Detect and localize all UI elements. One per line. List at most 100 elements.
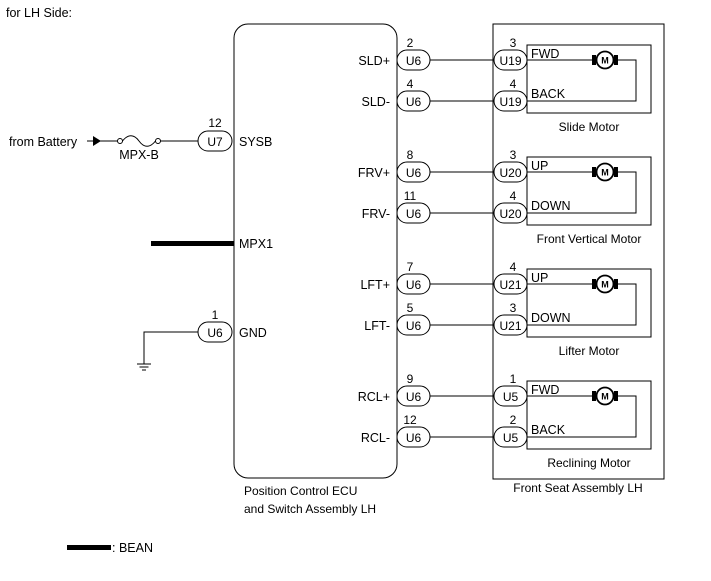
front-vertical-motor-box [526,156,652,226]
motor-return-wire [527,283,637,326]
ecu-pin-label: SLD- [362,95,390,109]
motor-brush-left [592,55,596,65]
gnd-label: GND [239,326,267,340]
legend: : BEAN [67,541,153,555]
terminal-function-label: DOWN [531,311,571,325]
motor-brush-right [614,167,618,177]
ecu-box [233,23,398,479]
ecu-pin-label: FRV+ [358,166,390,180]
legend-bean-line [67,545,111,550]
terminal-function-label: UP [531,159,548,173]
ecu-pin-number: 9 [407,372,414,386]
legend-label: : BEAN [112,541,153,555]
motor-name: Slide Motor [559,120,620,134]
ecu-pin-number: 8 [407,148,414,162]
mpx1-pin: MPX1 [151,237,273,251]
gnd-pin-number: 1 [212,308,219,322]
motor-pin-number: 2 [510,413,517,427]
ecu-pin-label: SLD+ [358,54,390,68]
motor-icon [595,386,615,406]
motor-return-wire [527,59,637,102]
mpx1-label: MPX1 [239,237,273,251]
motor-pin-number: 3 [510,148,517,162]
ecu-connector-label: U6 [406,166,422,180]
motor-icon [595,162,615,182]
ecu-connector-label: U6 [406,278,422,292]
ecu-caption-line2: and Switch Assembly LH [244,502,376,516]
motor-pin-number: 3 [510,301,517,315]
motor-return-wire [527,395,637,438]
motor-return-wire [527,171,637,214]
terminal-function-label: UP [531,271,548,285]
fuse-icon [122,135,156,147]
motor-brush-right [614,55,618,65]
ecu-pin-number: 2 [407,36,414,50]
motor-name: Lifter Motor [559,344,620,358]
motor-icon-label: M [601,56,609,66]
motor-connector-label: U19 [499,95,521,109]
ecu-caption-line1: Position Control ECU [244,484,357,498]
sysb-pin: U7 12 SYSB [197,116,272,152]
terminal-function-label: BACK [531,423,566,437]
motor-icon-label: M [601,280,609,290]
motor-connector-label: U20 [499,207,521,221]
arrow-icon [93,136,101,146]
motor-brush-left [592,391,596,401]
seat-assembly-box [492,23,665,480]
sysb-connector [197,130,233,152]
reclining-motor-box [526,380,652,450]
gnd-connector-label: U6 [207,326,223,340]
motor-name: Front Vertical Motor [537,232,642,246]
terminal-function-label: DOWN [531,199,571,213]
side-label: for LH Side: [6,6,72,20]
motor-pin-number: 4 [510,189,517,203]
motor-pin-number: 3 [510,36,517,50]
ecu-pin-label: LFT- [364,319,390,333]
ecu-pin-label: RCL+ [358,390,390,404]
motor-name: Reclining Motor [547,456,630,470]
motor-connector-label: U21 [499,278,521,292]
terminal-function-label: FWD [531,383,559,397]
ecu-pin-label: FRV- [362,207,390,221]
motor-pin-number: 4 [510,77,517,91]
fuse-label: MPX-B [119,148,159,162]
motor-brush-right [614,279,618,289]
terminal-function-label: FWD [531,47,559,61]
motor-connector-label: U21 [499,319,521,333]
sysb-connector-label: U7 [207,135,223,149]
ecu-pin-number: 4 [407,77,414,91]
sysb-label: SYSB [239,135,272,149]
bean-bus-line [151,241,234,246]
motor-brush-left [592,279,596,289]
ecu-connector-label: U6 [406,319,422,333]
ecu-connector-label: U6 [406,431,422,445]
motor-icon-label: M [601,392,609,402]
ground-icon [137,363,151,371]
ecu-pin-label: LFT+ [360,278,390,292]
seat-assembly-caption: Front Seat Assembly LH [513,481,642,495]
motor-brush-left [592,167,596,177]
terminal-function-label: BACK [531,87,566,101]
fuse-terminal-left [117,138,123,144]
motor-icon [595,50,615,70]
motor-connector-label: U19 [499,54,521,68]
motor-connector-label: U5 [503,390,519,404]
battery-label: from Battery [9,135,78,149]
ecu-pin-number: 11 [404,189,417,203]
ecu-connector-label: U6 [406,54,422,68]
motor-icon-label: M [601,168,609,178]
motor-pin-number: 1 [510,372,517,386]
ecu-connector-label: U6 [406,95,422,109]
ecu-pin-number: 5 [407,301,414,315]
sysb-pin-number: 12 [208,116,222,130]
motor-pin-number: 4 [510,260,517,274]
ecu-connector-label: U6 [406,207,422,221]
motor-connector-label: U5 [503,431,519,445]
motor-connector-label: U20 [499,166,521,180]
ecu-pin-label: RCL- [361,431,390,445]
